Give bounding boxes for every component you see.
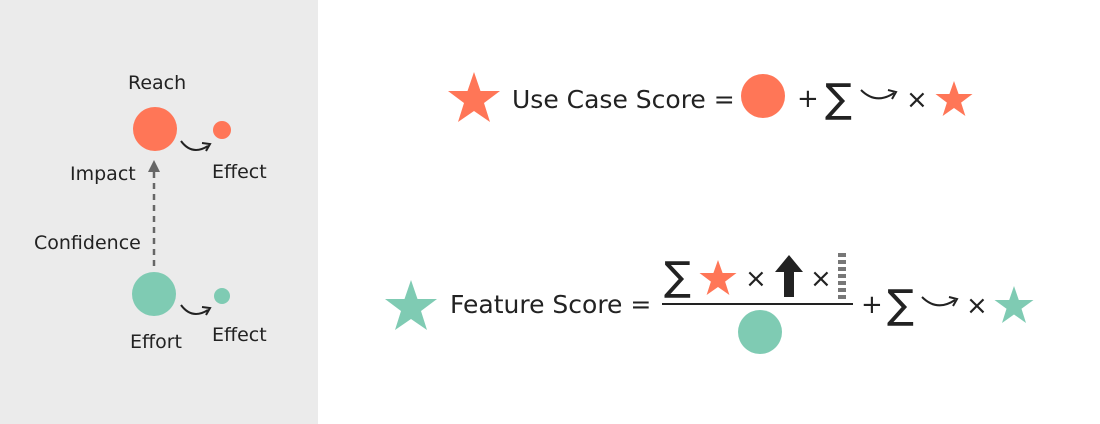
effect-circle-teal [214, 288, 230, 304]
effect-arrow-icon [180, 140, 212, 152]
effort-circle [132, 272, 176, 316]
sum-symbol: ∑ [825, 76, 852, 122]
star-icon [448, 72, 500, 122]
sum-symbol: ∑ [664, 254, 691, 300]
confidence-scale-icon [838, 253, 846, 299]
confidence-arrow-icon [148, 160, 160, 268]
plus-operator: + [797, 84, 819, 114]
impact-label: Impact [70, 163, 136, 185]
confidence-label: Confidence [34, 232, 141, 254]
impact-circle [133, 107, 177, 151]
impact-circle [741, 74, 785, 118]
up-arrow-icon [775, 255, 803, 297]
star-icon [994, 286, 1034, 323]
star-icon [385, 280, 437, 330]
effort-label: Effort [130, 331, 182, 353]
times-operator: × [966, 291, 988, 321]
effect-arrow-icon [180, 304, 212, 316]
times-operator: × [745, 264, 767, 294]
effect-label-bottom: Effect [212, 324, 267, 346]
legend-panel: Reach Impact Effect Confidence Effort Ef… [0, 0, 318, 424]
effect-circle-orange [213, 121, 231, 139]
effort-circle [738, 310, 782, 354]
effect-label-top: Effect [212, 161, 267, 183]
star-icon [699, 260, 737, 295]
use-case-score-label: Use Case Score = [512, 85, 735, 114]
times-operator: × [906, 85, 928, 115]
times-operator: × [810, 264, 832, 294]
reach-label: Reach [128, 72, 187, 94]
effect-arrow-icon [860, 89, 898, 100]
plus-operator: + [861, 290, 883, 320]
feature-score-label: Feature Score = [450, 290, 652, 319]
sum-symbol: ∑ [887, 282, 914, 328]
star-icon [935, 81, 973, 116]
fraction-bar [662, 303, 853, 305]
effect-arrow-icon [921, 296, 959, 307]
equations-panel [318, 0, 1100, 424]
